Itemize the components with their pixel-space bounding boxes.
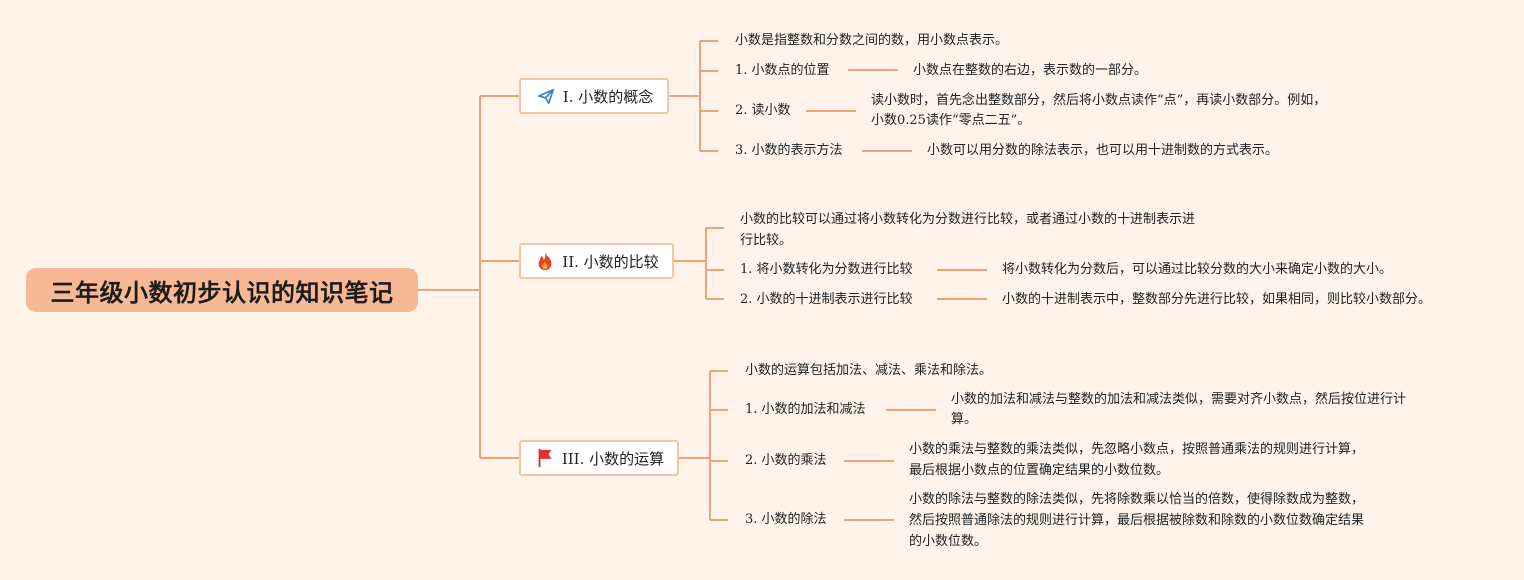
comparison-item-2-detail: 小数的十进制表示中，整数部分先进行比较，如果相同，则比较小数部分。 [1002, 292, 1432, 307]
comparison-item-1-detail: 将小数转化为分数后，可以通过比较分数的大小来确定小数的大小。 [1002, 262, 1393, 277]
operations-item-2-detail-line2: 最后根据小数点的位置确定结果的小数位数。 [909, 463, 1170, 478]
operations-item-1-label: 1. 小数的加法和减法 [745, 402, 866, 417]
operations-item-1-detail-line1: 小数的加法和减法与整数的加法和减法类似，需要对齐小数点，然后按位进行计 [951, 392, 1407, 407]
operations-intro: 小数的运算包括加法、减法、乘法和除法。 [745, 363, 993, 378]
red-flag-icon [534, 447, 556, 469]
operations-item-2-detail-line1: 小数的乘法与整数的乘法类似，先忽略小数点，按照普通乘法的规则进行计算， [909, 442, 1365, 457]
branch-1-connector [669, 40, 718, 152]
branch-comparison[interactable]: II. 小数的比较 [519, 243, 674, 279]
concept-item-2-detail-line1: 读小数时，首先念出整数部分，然后将小数点读作“点”，再读小数部分。例如， [871, 93, 1327, 108]
concept-item-1-label: 1. 小数点的位置 [735, 63, 830, 78]
comparison-intro-line1: 小数的比较可以通过将小数转化为分数进行比较，或者通过小数的十进制表示进 [740, 212, 1196, 227]
branch-1-detail-connectors [806, 69, 912, 152]
operations-item-1-detail-line2: 算。 [951, 412, 978, 427]
concept-item-3-label: 3. 小数的表示方法 [735, 143, 843, 158]
branch-2-connector [674, 227, 724, 300]
comparison-intro-line2: 行比较。 [740, 233, 793, 248]
branch-concept-intro: 小数是指整数和分数之间的数，用小数点表示。 [735, 33, 1009, 48]
comparison-item-1-label: 1. 将小数转化为分数进行比较 [740, 262, 913, 277]
operations-item-2-label: 2. 小数的乘法 [745, 453, 827, 468]
root-title: 三年级小数初步认识的知识笔记 [26, 268, 418, 312]
operations-item-3-detail-line2: 然后按照普通除法的规则进行计算，最后根据被除数和除数的小数位数确定结果 [909, 513, 1365, 528]
branch-concept[interactable]: I. 小数的概念 [519, 78, 669, 114]
comparison-item-2-label: 2. 小数的十进制表示进行比较 [740, 292, 913, 307]
operations-item-3-detail-line1: 小数的除法与整数的除法类似，先将除数乘以恰当的倍数，使得除数成为整数， [909, 492, 1365, 507]
fire-icon [534, 250, 556, 272]
paper-plane-icon [535, 85, 557, 107]
concept-item-2-detail-line2: 小数0.25读作“零点二五”。 [871, 113, 1031, 128]
operations-item-3-detail-line3: 的小数位数。 [909, 534, 988, 549]
concept-item-1-detail: 小数点在整数的右边，表示数的一部分。 [913, 63, 1148, 78]
root-connector [418, 95, 519, 459]
operations-item-3-label: 3. 小数的除法 [745, 512, 827, 527]
concept-item-2-label: 2. 读小数 [735, 103, 791, 118]
branch-3-connector [679, 370, 728, 521]
branch-operations[interactable]: III. 小数的运算 [519, 440, 679, 476]
branch-2-detail-connectors [937, 269, 987, 300]
concept-item-3-detail: 小数可以用分数的除法表示，也可以用十进制数的方式表示。 [927, 143, 1279, 158]
branch-3-detail-connectors [844, 409, 936, 521]
